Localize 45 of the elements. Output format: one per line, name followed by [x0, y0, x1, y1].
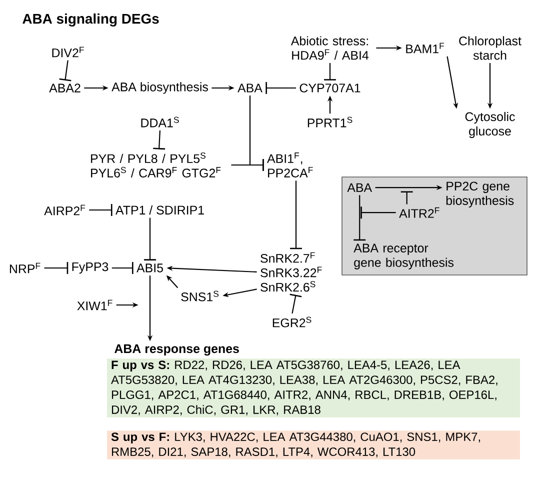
compound-label: Chloroplast starch [459, 36, 522, 60]
inhibition-line [290, 180, 302, 250]
gene-label: DIV2$^{F}$ [52, 46, 84, 58]
gene-label: XIW1$^{F}$ [77, 300, 112, 310]
gene-label: CYP707A1 [300, 84, 360, 92]
inhibition-line [59, 60, 72, 82]
hormone-label: ABA [238, 84, 262, 92]
inhibition-line [144, 218, 156, 260]
gene-label: ATP1 / SDIRIP1 [116, 205, 204, 215]
gene-label: ABA2 [49, 84, 80, 92]
gene-label: NRP$^{F}$ [10, 262, 40, 274]
gene-label: FyPP3 [72, 262, 108, 274]
inhibition-line [231, 159, 264, 171]
gene-label: EGR2$^{S}$ [272, 316, 312, 328]
gene-label: BAM1$^{F}$ [406, 42, 444, 54]
inhibition-line [112, 262, 134, 274]
process-label: ABA receptor gene biosynthesis [354, 244, 454, 270]
gene-label: DDA1$^{S}$ [141, 116, 179, 128]
inhibition-line [400, 191, 413, 204]
gene-list-box: F up vs S: RD22, RD26, LEA AT5G38760, LEA4-5, LEA26, LEA AT5G53820, LEA AT4G13230, LEA38, LEA AT2G46300, P5CS2, FBA2, PLGG1, AP2C1, AT1G68440, AITR2, ANN4, RBCL, DREB1B, OEP16L, DIV2, AIRP2, ChiC, GR1, LKR, RAB18 [107, 358, 520, 418]
gene-label: ABI5 [136, 264, 163, 272]
gene-label: ABI1$^{F}$, PP2CA$^{F}$ [267, 152, 313, 178]
inhibition-line [354, 195, 366, 241]
process-label: PP2C gene biosynthesis [446, 182, 514, 208]
process-label: ABA biosynthesis [112, 82, 208, 94]
gene-label: SNS1$^{S}$ [181, 290, 219, 302]
section-heading: ABA response genes [114, 344, 239, 356]
gene-label: PPRT1$^{S}$ [308, 116, 352, 128]
gene-list-box: S up vs F: LYK3, HVA22C, LEA AT3G44380, CuAO1, SNS1, MPK7, RMB25, DI21, SAP18, RASD1, LTP4, WCOR413, LT130 [107, 430, 520, 460]
inhibition-line [324, 63, 336, 80]
inhibition-line [153, 130, 166, 150]
diagram-title: ABA signaling DEGs [22, 13, 159, 27]
inhibition-line [89, 204, 112, 216]
gene-label: PYR / PYL8 / PYL5$^{S}$ PYL6$^{S}$ / CAR9$^{F}$ GTG2$^{F}$ [91, 152, 221, 178]
hormone-label: ABA [347, 183, 372, 192]
gene-label: AITR2$^{F}$ [399, 207, 440, 218]
gene-label: SnRK2.7$^{F}$ SnRK3.22$^{F}$ SnRK2.6$^{S}$ [260, 252, 322, 292]
inhibition-line [360, 206, 396, 219]
inset-panel [342, 176, 528, 276]
inhibition-line [290, 294, 302, 314]
gene-label: AIRP2$^{F}$ [44, 204, 86, 216]
inhibition-line [266, 82, 296, 94]
compound-label: Cytosolic glucose [465, 112, 515, 138]
stress-label: Abiotic stress: HDA9$^{F}$ / ABI4 [290, 36, 369, 60]
inhibition-line [44, 262, 68, 274]
